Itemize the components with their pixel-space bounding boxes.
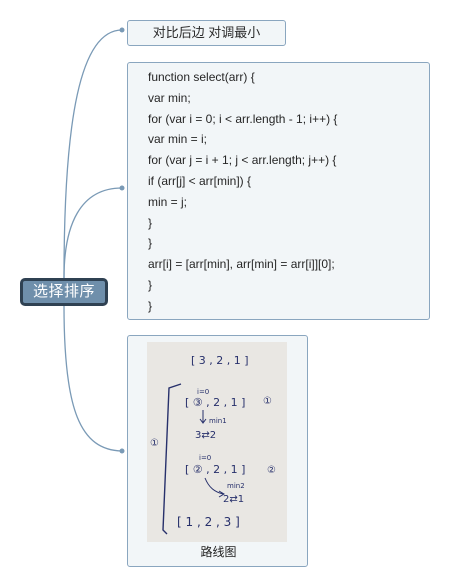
- hw-top-array: [ 3 , 2 , 1 ]: [191, 354, 249, 367]
- handwritten-notes-photo: [ 3 , 2 , 1 ] ① i=0 [ ③ , 2 , 1 ] ① min1…: [147, 342, 287, 542]
- code-line: var min = i;: [148, 132, 208, 147]
- connector-dot-title: [119, 27, 125, 33]
- code-line: for (var i = 0; i < arr.length - 1; i++)…: [148, 111, 338, 126]
- code-topic[interactable]: function select(arr) { var min; for (var…: [127, 62, 430, 320]
- root-topic[interactable]: 选择排序: [20, 278, 108, 306]
- hw-step1-min: min1: [209, 417, 227, 425]
- image-caption: 路线图: [200, 545, 237, 559]
- code-line: }: [148, 277, 153, 292]
- hw-step1-circle: ①: [263, 396, 272, 407]
- title-topic[interactable]: 对比后边 对调最小: [127, 20, 286, 46]
- code-line: min = j;: [148, 194, 188, 209]
- connector-to-code: [63, 187, 123, 279]
- connector-dot-code: [119, 185, 125, 191]
- hw-step2-array: [ ② , 2 , 1 ]: [185, 463, 245, 476]
- hw-big-circle: ①: [150, 438, 159, 449]
- hw-step1-arrow: [199, 410, 207, 424]
- code-line: }: [148, 215, 153, 230]
- hw-step2-circle: ②: [267, 465, 276, 476]
- image-topic[interactable]: [ 3 , 2 , 1 ] ① i=0 [ ③ , 2 , 1 ] ① min1…: [127, 335, 308, 567]
- code-line: }: [148, 298, 153, 313]
- hw-step2-arrow: [204, 477, 225, 498]
- connector-to-title: [63, 29, 123, 279]
- hw-step1-swap: 3⇄2: [195, 430, 216, 441]
- code-line: var min;: [148, 90, 191, 105]
- hw-step2-index: i=0: [199, 454, 211, 462]
- hw-big-bracket: [162, 383, 182, 535]
- code-line: }: [148, 236, 153, 251]
- root-topic-label: 选择排序: [32, 283, 95, 300]
- hw-step2-swap: 2⇄1: [223, 494, 244, 505]
- hw-step1-index: i=0: [197, 388, 209, 396]
- hw-step1-array: [ ③ , 2 , 1 ]: [185, 396, 245, 409]
- handwriting-drawing: [ 3 , 2 , 1 ] ① i=0 [ ③ , 2 , 1 ] ① min1…: [150, 354, 276, 535]
- hw-step2-min: min2: [227, 482, 245, 490]
- code-line: for (var j = i + 1; j < arr.length; j++)…: [148, 153, 337, 168]
- title-topic-label: 对比后边 对调最小: [152, 25, 261, 40]
- connector-to-image: [63, 305, 123, 452]
- code-line: if (arr[j] < arr[min]) {: [148, 173, 252, 188]
- code-line: arr[i] = [arr[min], arr[min] = arr[i]][0…: [148, 257, 335, 272]
- hw-result-array: [ 1 , 2 , 3 ]: [177, 515, 240, 529]
- code-line: function select(arr) {: [148, 70, 255, 84]
- connector-dot-image: [119, 448, 125, 454]
